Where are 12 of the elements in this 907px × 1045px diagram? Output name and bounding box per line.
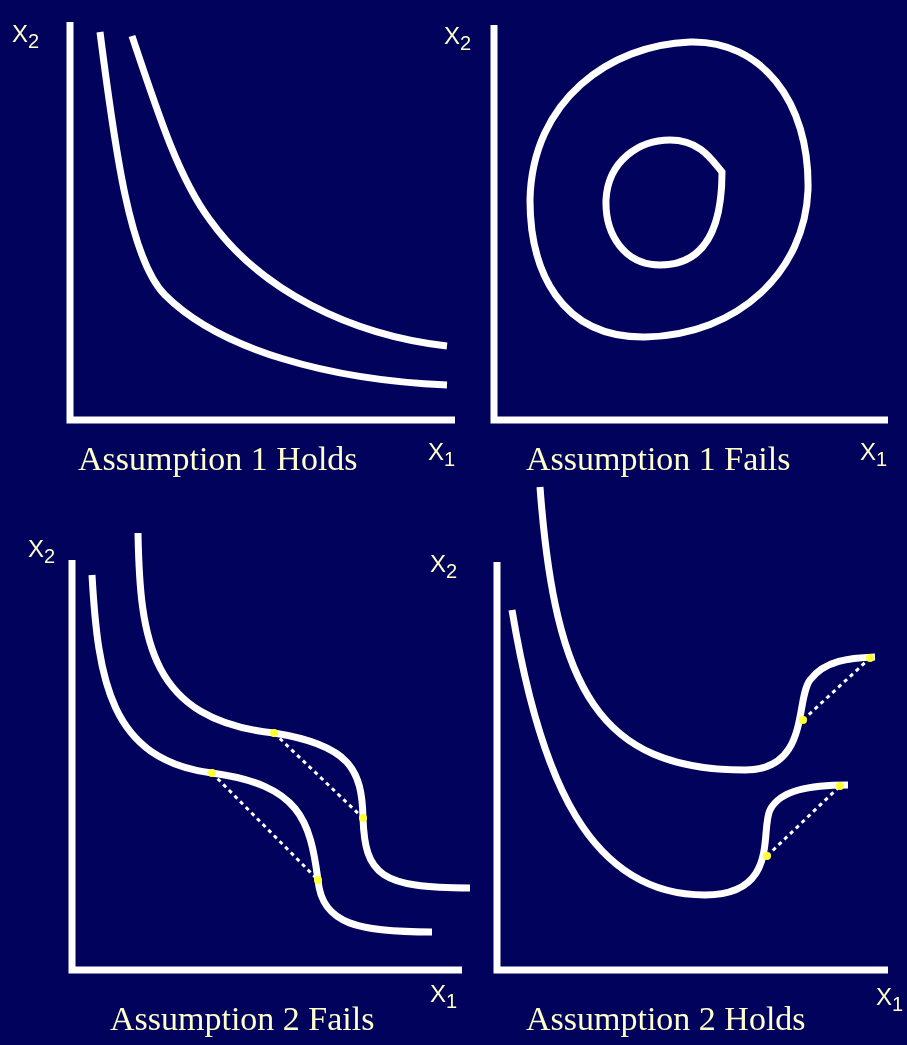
axis-label: X$_{2}$	[444, 24, 472, 53]
axis-label: X$_{2}$	[430, 552, 458, 581]
axis-label: X$_{1}$	[876, 985, 904, 1014]
panel-caption: Assumption 1 Holds	[78, 442, 358, 476]
axis-label: X$_{1}$	[428, 440, 456, 469]
panel-caption: Assumption 2 Holds	[526, 1002, 806, 1036]
axis-label: X$_{1}$	[430, 982, 458, 1011]
axis-label: X$_{2}$	[12, 22, 40, 51]
axis-label: X$_{2}$	[28, 537, 56, 566]
panel-caption: Assumption 1 Fails	[526, 442, 791, 476]
axis-label: X$_{1}$	[860, 440, 888, 469]
panel-caption: Assumption 2 Fails	[110, 1002, 375, 1036]
